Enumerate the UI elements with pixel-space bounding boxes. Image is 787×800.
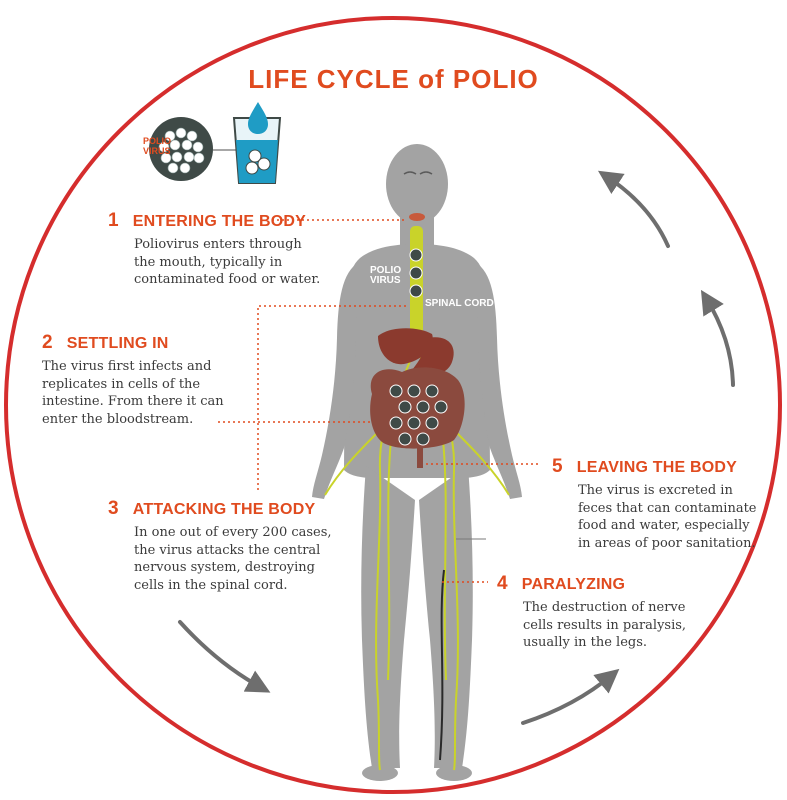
virus-label: POLIO VIRUS xyxy=(143,136,171,156)
step-settling-in: 2 SETTLING IN The virus first infects an… xyxy=(42,332,224,428)
step-description: In one out of every 200 cases, the virus… xyxy=(134,524,332,594)
water-drop-icon xyxy=(248,102,268,134)
step-title: ATTACKING THE BODY xyxy=(133,501,316,519)
virus-label-line-1: POLIO xyxy=(143,136,171,146)
step-line: the mouth, typically in xyxy=(134,254,320,272)
step-header: 4 PARALYZING xyxy=(497,573,686,595)
step-line: nervous system, destroying xyxy=(134,559,332,577)
cycle-arrow-top xyxy=(606,176,668,246)
step-title: ENTERING THE BODY xyxy=(133,213,306,231)
step-line: Poliovirus enters through xyxy=(134,236,320,254)
step-line: In one out of every 200 cases, xyxy=(134,524,332,542)
step-header: 2 SETTLING IN xyxy=(42,332,224,354)
step-line: feces that can contaminate xyxy=(578,500,757,518)
water-glass-icon xyxy=(234,102,280,183)
step-title: SETTLING IN xyxy=(67,335,169,353)
step-line: usually in the legs. xyxy=(523,634,686,652)
step-line: food and water, especially xyxy=(578,517,757,535)
step-line: in areas of poor sanitation. xyxy=(578,535,757,553)
cycle-arrow-bottom-left xyxy=(180,622,262,688)
step-description: The virus is excreted in feces that can … xyxy=(578,482,757,552)
step-title: PARALYZING xyxy=(522,576,625,594)
step-description: Poliovirus enters through the mouth, typ… xyxy=(134,236,320,289)
step-number: 3 xyxy=(108,498,119,520)
spinal-virus-particles xyxy=(410,249,422,297)
step-line: cells in the spinal cord. xyxy=(134,577,332,595)
step-header: 3 ATTACKING THE BODY xyxy=(108,498,332,520)
step-line: The virus is excreted in xyxy=(578,482,757,500)
virus-label-line-2: VIRUS xyxy=(143,146,171,156)
step-header: 5 LEAVING THE BODY xyxy=(552,456,757,478)
step-line: intestine. From there it can xyxy=(42,393,224,411)
step-line: contaminated food or water. xyxy=(134,271,320,289)
step-entering-body: 1 ENTERING THE BODY Poliovirus enters th… xyxy=(108,210,320,289)
step-number: 4 xyxy=(497,573,508,595)
step-number: 5 xyxy=(552,456,563,478)
cycle-arrow-right xyxy=(706,298,733,385)
step-line: replicates in cells of the xyxy=(42,376,224,394)
body-virus-label-line-2: VIRUS xyxy=(370,276,401,286)
step-line: cells results in paralysis, xyxy=(523,617,686,635)
step-description: The destruction of nerve cells results i… xyxy=(523,599,686,652)
step-header: 1 ENTERING THE BODY xyxy=(108,210,320,232)
mouth-icon xyxy=(409,213,425,221)
step-description: The virus first infects and replicates i… xyxy=(42,358,224,428)
page-title: LIFE CYCLE of POLIO xyxy=(0,64,787,95)
step-number: 2 xyxy=(42,332,53,354)
step-title: LEAVING THE BODY xyxy=(577,459,737,477)
step-paralyzing: 4 PARALYZING The destruction of nerve ce… xyxy=(497,573,686,652)
step-line: The virus first infects and xyxy=(42,358,224,376)
step-leaving-body: 5 LEAVING THE BODY The virus is excreted… xyxy=(552,456,757,552)
step-line: The destruction of nerve xyxy=(523,599,686,617)
step-line: the virus attacks the central xyxy=(134,542,332,560)
cycle-arrow-bottom-right xyxy=(523,675,612,723)
step-attacking-body: 3 ATTACKING THE BODY In one out of every… xyxy=(108,498,332,594)
spinal-cord-label: SPINAL CORD xyxy=(425,299,494,309)
step-number: 1 xyxy=(108,210,119,232)
step-line: enter the bloodstream. xyxy=(42,411,224,429)
body-virus-label: POLIO VIRUS xyxy=(370,266,401,286)
